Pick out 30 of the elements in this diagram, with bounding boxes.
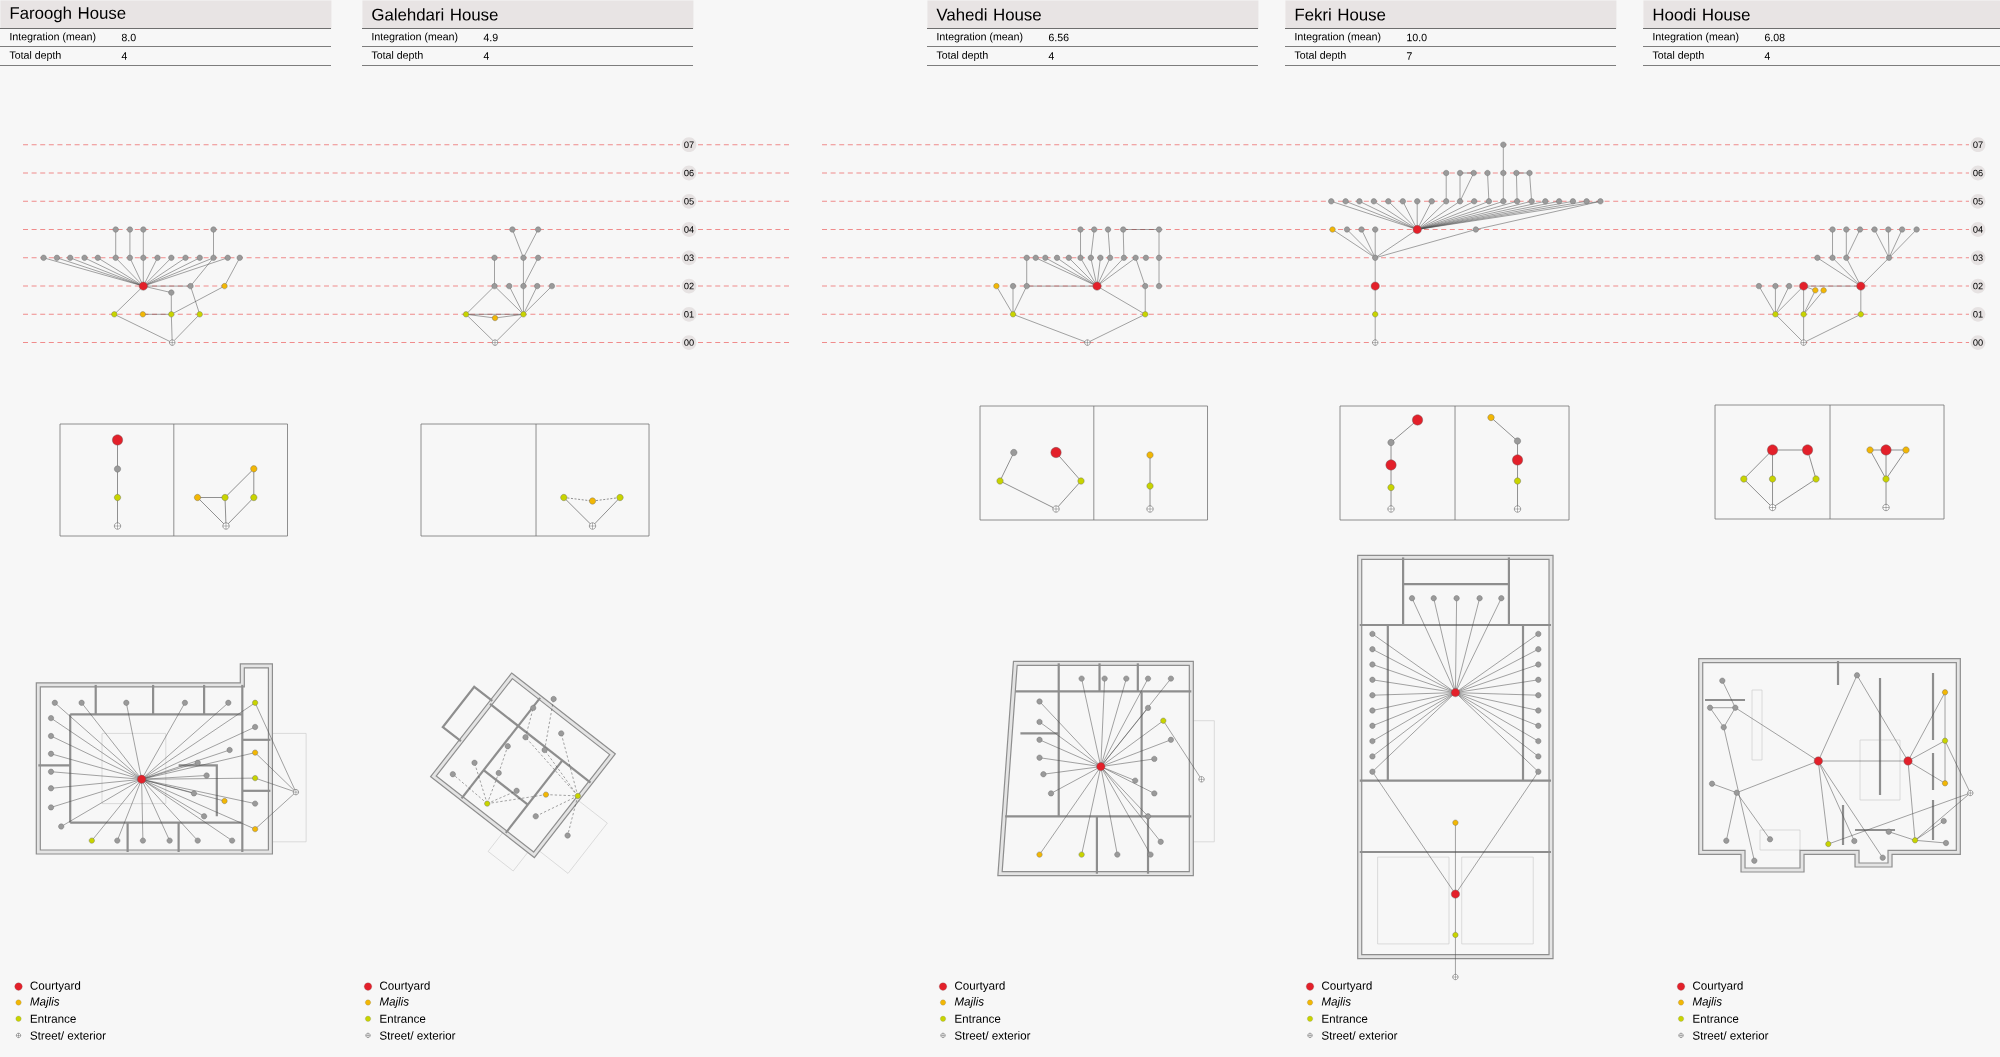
legend-label: Majlis	[30, 997, 60, 1008]
legend-label: Entrance	[30, 1014, 76, 1023]
legend-label: Entrance	[1693, 1014, 1739, 1023]
legend-label: Courtyard	[30, 981, 81, 993]
row-label: Total depth	[1652, 51, 1704, 61]
legend-label: Street/ exterior	[1321, 1031, 1398, 1040]
legend-label: Street/ exterior	[954, 1031, 1031, 1040]
value-text: 4	[121, 52, 127, 60]
legend-label: Majlis	[954, 997, 984, 1008]
row-label: Total depth	[936, 51, 988, 61]
legend-label: Street/ exterior	[1692, 1031, 1769, 1040]
value-text: 4	[1764, 52, 1770, 60]
legend-label: Courtyard	[955, 981, 1005, 993]
legend-label: Courtyard	[380, 981, 430, 993]
value-text: 7	[1406, 52, 1412, 60]
legend-label: Street/ exterior	[379, 1031, 456, 1040]
value-text: 4	[483, 52, 489, 60]
row-label: Total depth	[371, 51, 423, 61]
legend-label: Majlis	[379, 997, 409, 1008]
value-text: 4	[1048, 52, 1054, 60]
legend-label: Courtyard	[1322, 981, 1372, 993]
legend-label: Entrance	[1322, 1014, 1368, 1023]
legend-label: Entrance	[955, 1014, 1001, 1023]
legend-label: Entrance	[380, 1014, 426, 1023]
legend-label: Courtyard	[1693, 981, 1743, 993]
legend-label: Majlis	[1692, 997, 1722, 1008]
legend-label: Street/ exterior	[30, 1031, 106, 1040]
row-label: Total depth	[9, 51, 61, 61]
row-label: Total depth	[1294, 51, 1346, 61]
legend-label: Majlis	[1321, 997, 1351, 1008]
